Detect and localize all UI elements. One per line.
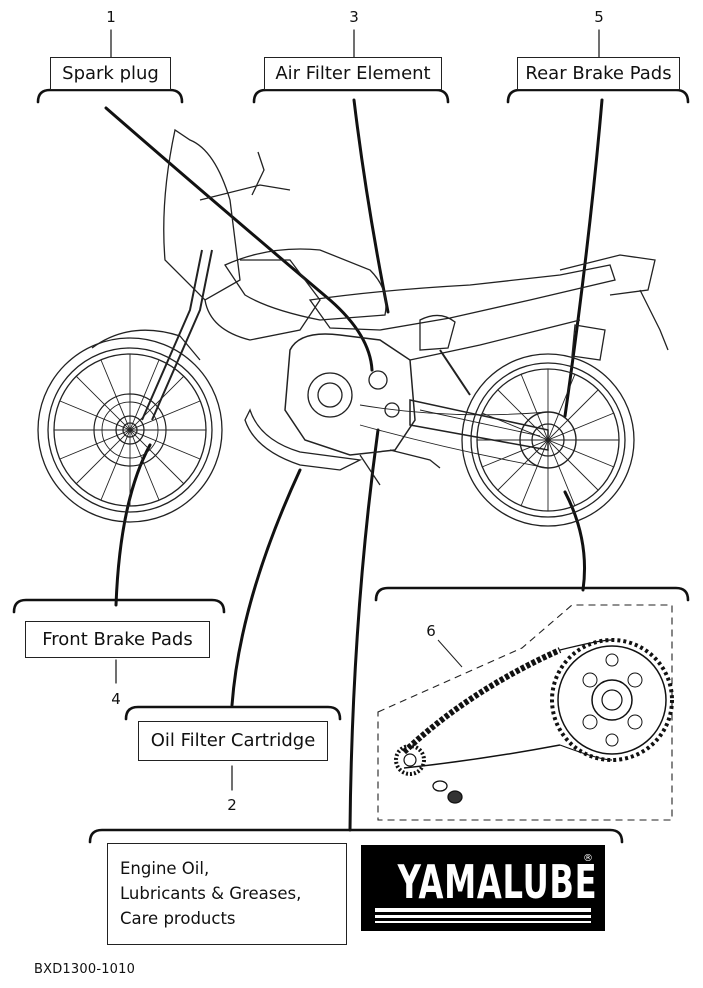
registered-mark: ® (583, 853, 593, 864)
callout-number-4: 4 (111, 690, 121, 708)
yamalube-line-lubricants: Lubricants & Greases, (120, 884, 302, 903)
leader-spark-plug (104, 106, 374, 372)
leader-oil-filter (230, 468, 302, 707)
bracket-6 (374, 586, 690, 602)
callout-number-3: 3 (349, 8, 359, 26)
yamalube-logo-stripes (375, 908, 591, 923)
bracket-yamalube (88, 828, 624, 844)
yamalube-logo-text: YAMALUBE (397, 855, 598, 909)
callout-number-1: 1 (106, 8, 116, 26)
leader-air-filter (352, 98, 390, 314)
label-oil-filter-cartridge: Oil Filter Cartridge (138, 721, 328, 761)
yamalube-line-care-products: Care products (120, 909, 236, 928)
diagram-code: BXD1300-1010 (34, 962, 136, 977)
yamalube-line-engine-oil: Engine Oil, (120, 859, 210, 878)
bracket-5 (506, 88, 690, 104)
bracket-4 (12, 598, 226, 614)
leader-chain-kit (563, 490, 586, 592)
label-air-filter-element: Air Filter Element (264, 57, 442, 90)
bracket-3 (252, 88, 450, 104)
bracket-1 (36, 88, 184, 104)
drive-chain-kit-illustration (377, 604, 674, 821)
yamalube-text-box: Engine Oil, Lubricants & Greases, Care p… (107, 843, 347, 945)
yamalube-logo: YAMALUBE ® (361, 845, 605, 931)
bracket-2 (124, 705, 342, 721)
motorcycle-illustration (37, 128, 669, 527)
label-rear-brake-pads: Rear Brake Pads (517, 57, 680, 90)
leader-front-brake (114, 443, 152, 607)
callout-number-5: 5 (594, 8, 604, 26)
callout-number-6: 6 (426, 622, 436, 640)
label-spark-plug: Spark plug (50, 57, 171, 90)
label-front-brake-pads: Front Brake Pads (25, 621, 210, 658)
callout-number-2: 2 (227, 796, 237, 814)
leader-rear-brake (563, 98, 604, 418)
leader-yamalube (348, 428, 380, 832)
